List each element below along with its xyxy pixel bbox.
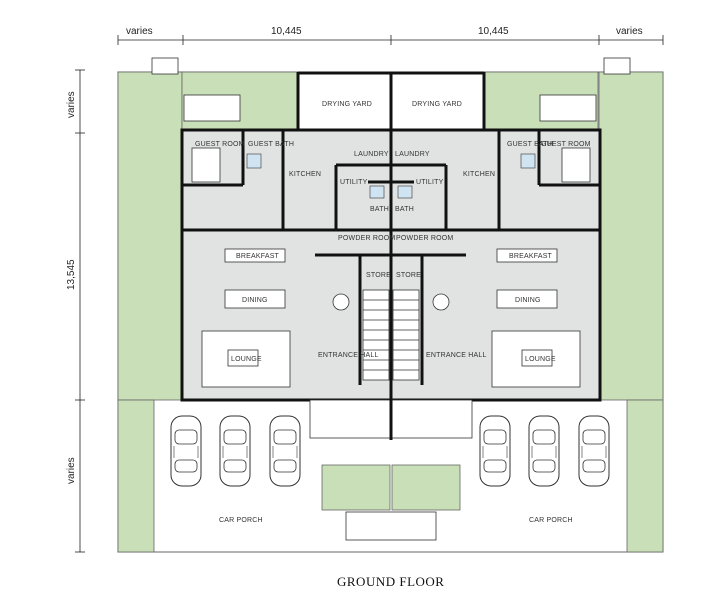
label-dining-left: DINING [242, 297, 268, 304]
label-powder-room-right: POWDER ROOM [396, 235, 453, 242]
label-guest-bath-right: GUEST BATH [507, 141, 553, 148]
stairs [362, 289, 420, 381]
dim-top-right: varies [616, 26, 643, 37]
label-utility-left: UTILITY [340, 179, 368, 186]
label-guest-room-right: GUEST ROOM [541, 141, 591, 148]
dimension-lines [75, 35, 664, 553]
label-car-porch-right: CAR PORCH [529, 517, 573, 524]
label-entrance-hall-left: ENTRANCE HALL [318, 352, 379, 359]
label-breakfast-right: BREAKFAST [509, 253, 553, 260]
label-bath-left: BATH [370, 206, 389, 213]
plan-caption: GROUND FLOOR [337, 574, 444, 589]
label-laundry-left: LAUNDRY [354, 151, 389, 158]
furniture [151, 57, 631, 388]
label-lounge-left: LOUNGE [231, 356, 262, 363]
label-store-left: STORE [366, 272, 391, 279]
dim-top-mid-left: 10,445 [271, 26, 302, 37]
label-bath-right: BATH [395, 206, 414, 213]
garden-front-left [321, 464, 391, 511]
label-laundry-right: LAUNDRY [395, 151, 430, 158]
label-guest-room-left: GUEST ROOM [195, 141, 245, 148]
label-powder-room-left: POWDER ROOM [338, 235, 395, 242]
dim-left-top: varies [66, 91, 77, 118]
label-lounge-right: LOUNGE [525, 356, 556, 363]
garden-right-bottom [626, 399, 664, 553]
label-guest-bath-left: GUEST BATH [248, 141, 294, 148]
interior [182, 130, 600, 400]
garden-left-strip [117, 71, 183, 401]
label-kitchen-left: KITCHEN [289, 171, 321, 178]
label-kitchen-right: KITCHEN [463, 171, 495, 178]
garden-front-right [391, 464, 461, 511]
dim-top-mid-right: 10,445 [478, 26, 509, 37]
label-dining-right: DINING [515, 297, 541, 304]
label-drying-yard-left: DRYING YARD [322, 101, 372, 108]
label-car-porch-left: CAR PORCH [219, 517, 263, 524]
label-store-right: STORE [396, 272, 421, 279]
garden-left-bottom [117, 399, 155, 553]
car-porch [170, 392, 610, 541]
label-drying-yard-right: DRYING YARD [412, 101, 462, 108]
label-breakfast-left: BREAKFAST [236, 253, 280, 260]
label-utility-right: UTILITY [416, 179, 444, 186]
dim-left-bottom: varies [66, 457, 77, 484]
garden-right-strip [598, 71, 664, 401]
dim-left-mid: 13,545 [66, 259, 77, 290]
label-entrance-hall-right: ENTRANCE HALL [426, 352, 487, 359]
dim-top-left: varies [126, 26, 153, 37]
